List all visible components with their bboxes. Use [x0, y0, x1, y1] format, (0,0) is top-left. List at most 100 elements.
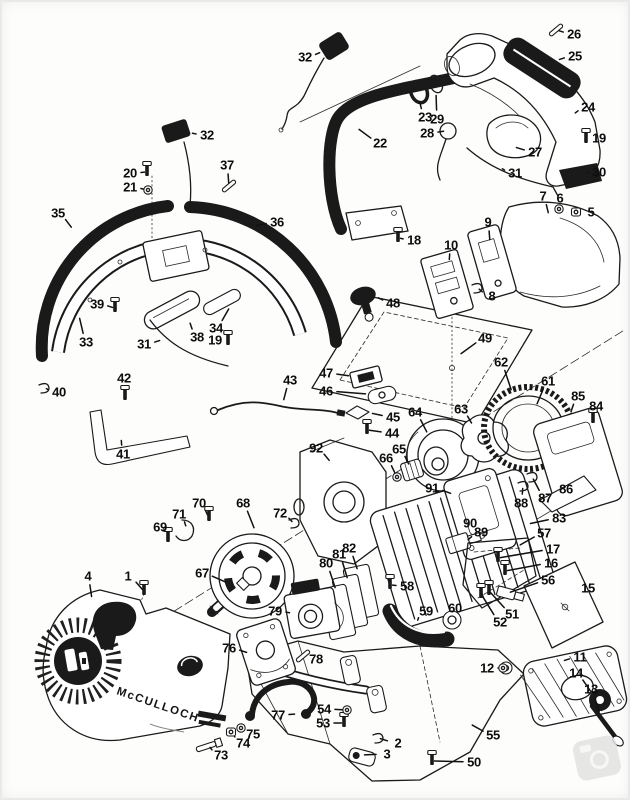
svg-text:43: 43 [283, 373, 297, 388]
svg-text:75: 75 [246, 727, 260, 742]
part-label-23: 23 [418, 101, 432, 125]
washer-29 [428, 74, 444, 94]
part-label-25: 25 [558, 49, 582, 64]
part-label-63: 63 [454, 402, 473, 424]
trigger-27 [486, 114, 542, 159]
svg-text:72: 72 [273, 506, 287, 521]
spring-28 [439, 122, 457, 140]
svg-text:50: 50 [467, 755, 481, 770]
svg-text:60: 60 [448, 601, 462, 616]
part-label-46: 46 [319, 384, 367, 399]
bolt-73 [195, 737, 224, 753]
part-label-77: 77 [271, 708, 296, 723]
model-script [149, 723, 185, 733]
pinion-drum-65 [400, 458, 424, 482]
screw-icon [362, 418, 372, 434]
part-label-64: 64 [408, 405, 428, 433]
part-label-82: 82 [342, 541, 358, 570]
svg-text:22: 22 [373, 136, 387, 151]
part-label-51: 51 [484, 579, 519, 622]
svg-text:70: 70 [192, 496, 206, 511]
part-label-4: 4 [85, 569, 93, 598]
svg-text:35: 35 [51, 206, 65, 221]
part-label-71: 71 [172, 507, 187, 527]
svg-text:19: 19 [592, 131, 606, 146]
part-label-52: 52 [476, 582, 507, 630]
part-label-42: 42 [117, 371, 131, 400]
part-label-10: 10 [444, 238, 458, 261]
part-label-88: 88 [514, 480, 529, 511]
starter-pawl-71 [175, 519, 195, 542]
screw-icon [163, 526, 173, 542]
screw-icon [142, 160, 152, 176]
svg-text:59: 59 [419, 604, 433, 619]
svg-text:55: 55 [486, 728, 500, 743]
part-label-28: 28 [420, 126, 445, 141]
part-label-24: 24 [574, 100, 596, 115]
svg-text:31: 31 [508, 166, 522, 181]
part-label-35: 35 [51, 206, 73, 228]
svg-text:88: 88 [514, 496, 528, 511]
fuel-cap [177, 655, 203, 677]
svg-text:63: 63 [454, 402, 468, 417]
grommet-60 [442, 610, 462, 630]
part-label-41: 41 [116, 439, 130, 462]
grip-cover-25 [503, 37, 581, 99]
ring-23 [408, 79, 430, 105]
screw-icon [393, 226, 403, 242]
svg-text:2: 2 [395, 736, 402, 751]
part-label-55: 55 [471, 724, 500, 743]
svg-text:6: 6 [557, 191, 564, 206]
bracket-41 [89, 409, 191, 466]
part-label-90: 90 [463, 516, 477, 531]
clamp-3 [348, 747, 376, 767]
svg-text:74: 74 [236, 736, 251, 751]
part-label-87: 87 [526, 471, 552, 506]
photo-stamp-watermark [572, 735, 622, 781]
starter-cover-4: McCULLOCH [34, 589, 231, 742]
part-label-75: 75 [236, 723, 260, 742]
svg-text:40: 40 [52, 385, 66, 400]
svg-text:26: 26 [567, 27, 581, 42]
part-label-39: 39 [90, 297, 120, 312]
starter-grip [92, 601, 137, 650]
part-label-5: 5 [570, 205, 595, 220]
svg-text:62: 62 [494, 355, 508, 370]
part-label-15: 15 [581, 581, 595, 596]
part-label-91: 91 [425, 481, 452, 496]
part-label-36: 36 [255, 215, 284, 230]
svg-text:45: 45 [386, 410, 400, 425]
part-label-65: 65 [392, 442, 410, 465]
part-label-21: 21 [123, 180, 153, 195]
clip-icon [288, 517, 300, 529]
part-label-19: 19 [208, 329, 233, 348]
screw-icon [204, 505, 214, 521]
part-label-74: 74 [225, 727, 251, 751]
part-label-32: 32 [298, 50, 321, 65]
washer-icon [143, 185, 153, 195]
svg-text:48: 48 [386, 296, 400, 311]
part-label-19: 19 [581, 127, 606, 146]
part-label-48: 48 [377, 296, 400, 311]
svg-text:64: 64 [408, 405, 423, 420]
svg-text:58: 58 [400, 579, 414, 594]
part-label-7: 7 [540, 189, 549, 214]
foot-pad-30 [559, 163, 602, 189]
svg-text:68: 68 [236, 496, 250, 511]
screw-icon [385, 573, 395, 589]
screw-icon [493, 546, 503, 562]
svg-text:7: 7 [540, 189, 547, 204]
frame-box [142, 230, 210, 282]
grommet-48 [350, 286, 376, 322]
nut-icon [570, 207, 582, 217]
part-label-32: 32 [191, 128, 214, 143]
svg-text:34: 34 [209, 321, 224, 336]
svg-text:84: 84 [589, 399, 604, 414]
part-label-80: 80 [319, 556, 336, 589]
mount-foot-86 [539, 475, 597, 513]
svg-text:87: 87 [538, 491, 552, 506]
clutch-spider-63 [460, 414, 510, 463]
part-label-13: 13 [584, 682, 600, 713]
